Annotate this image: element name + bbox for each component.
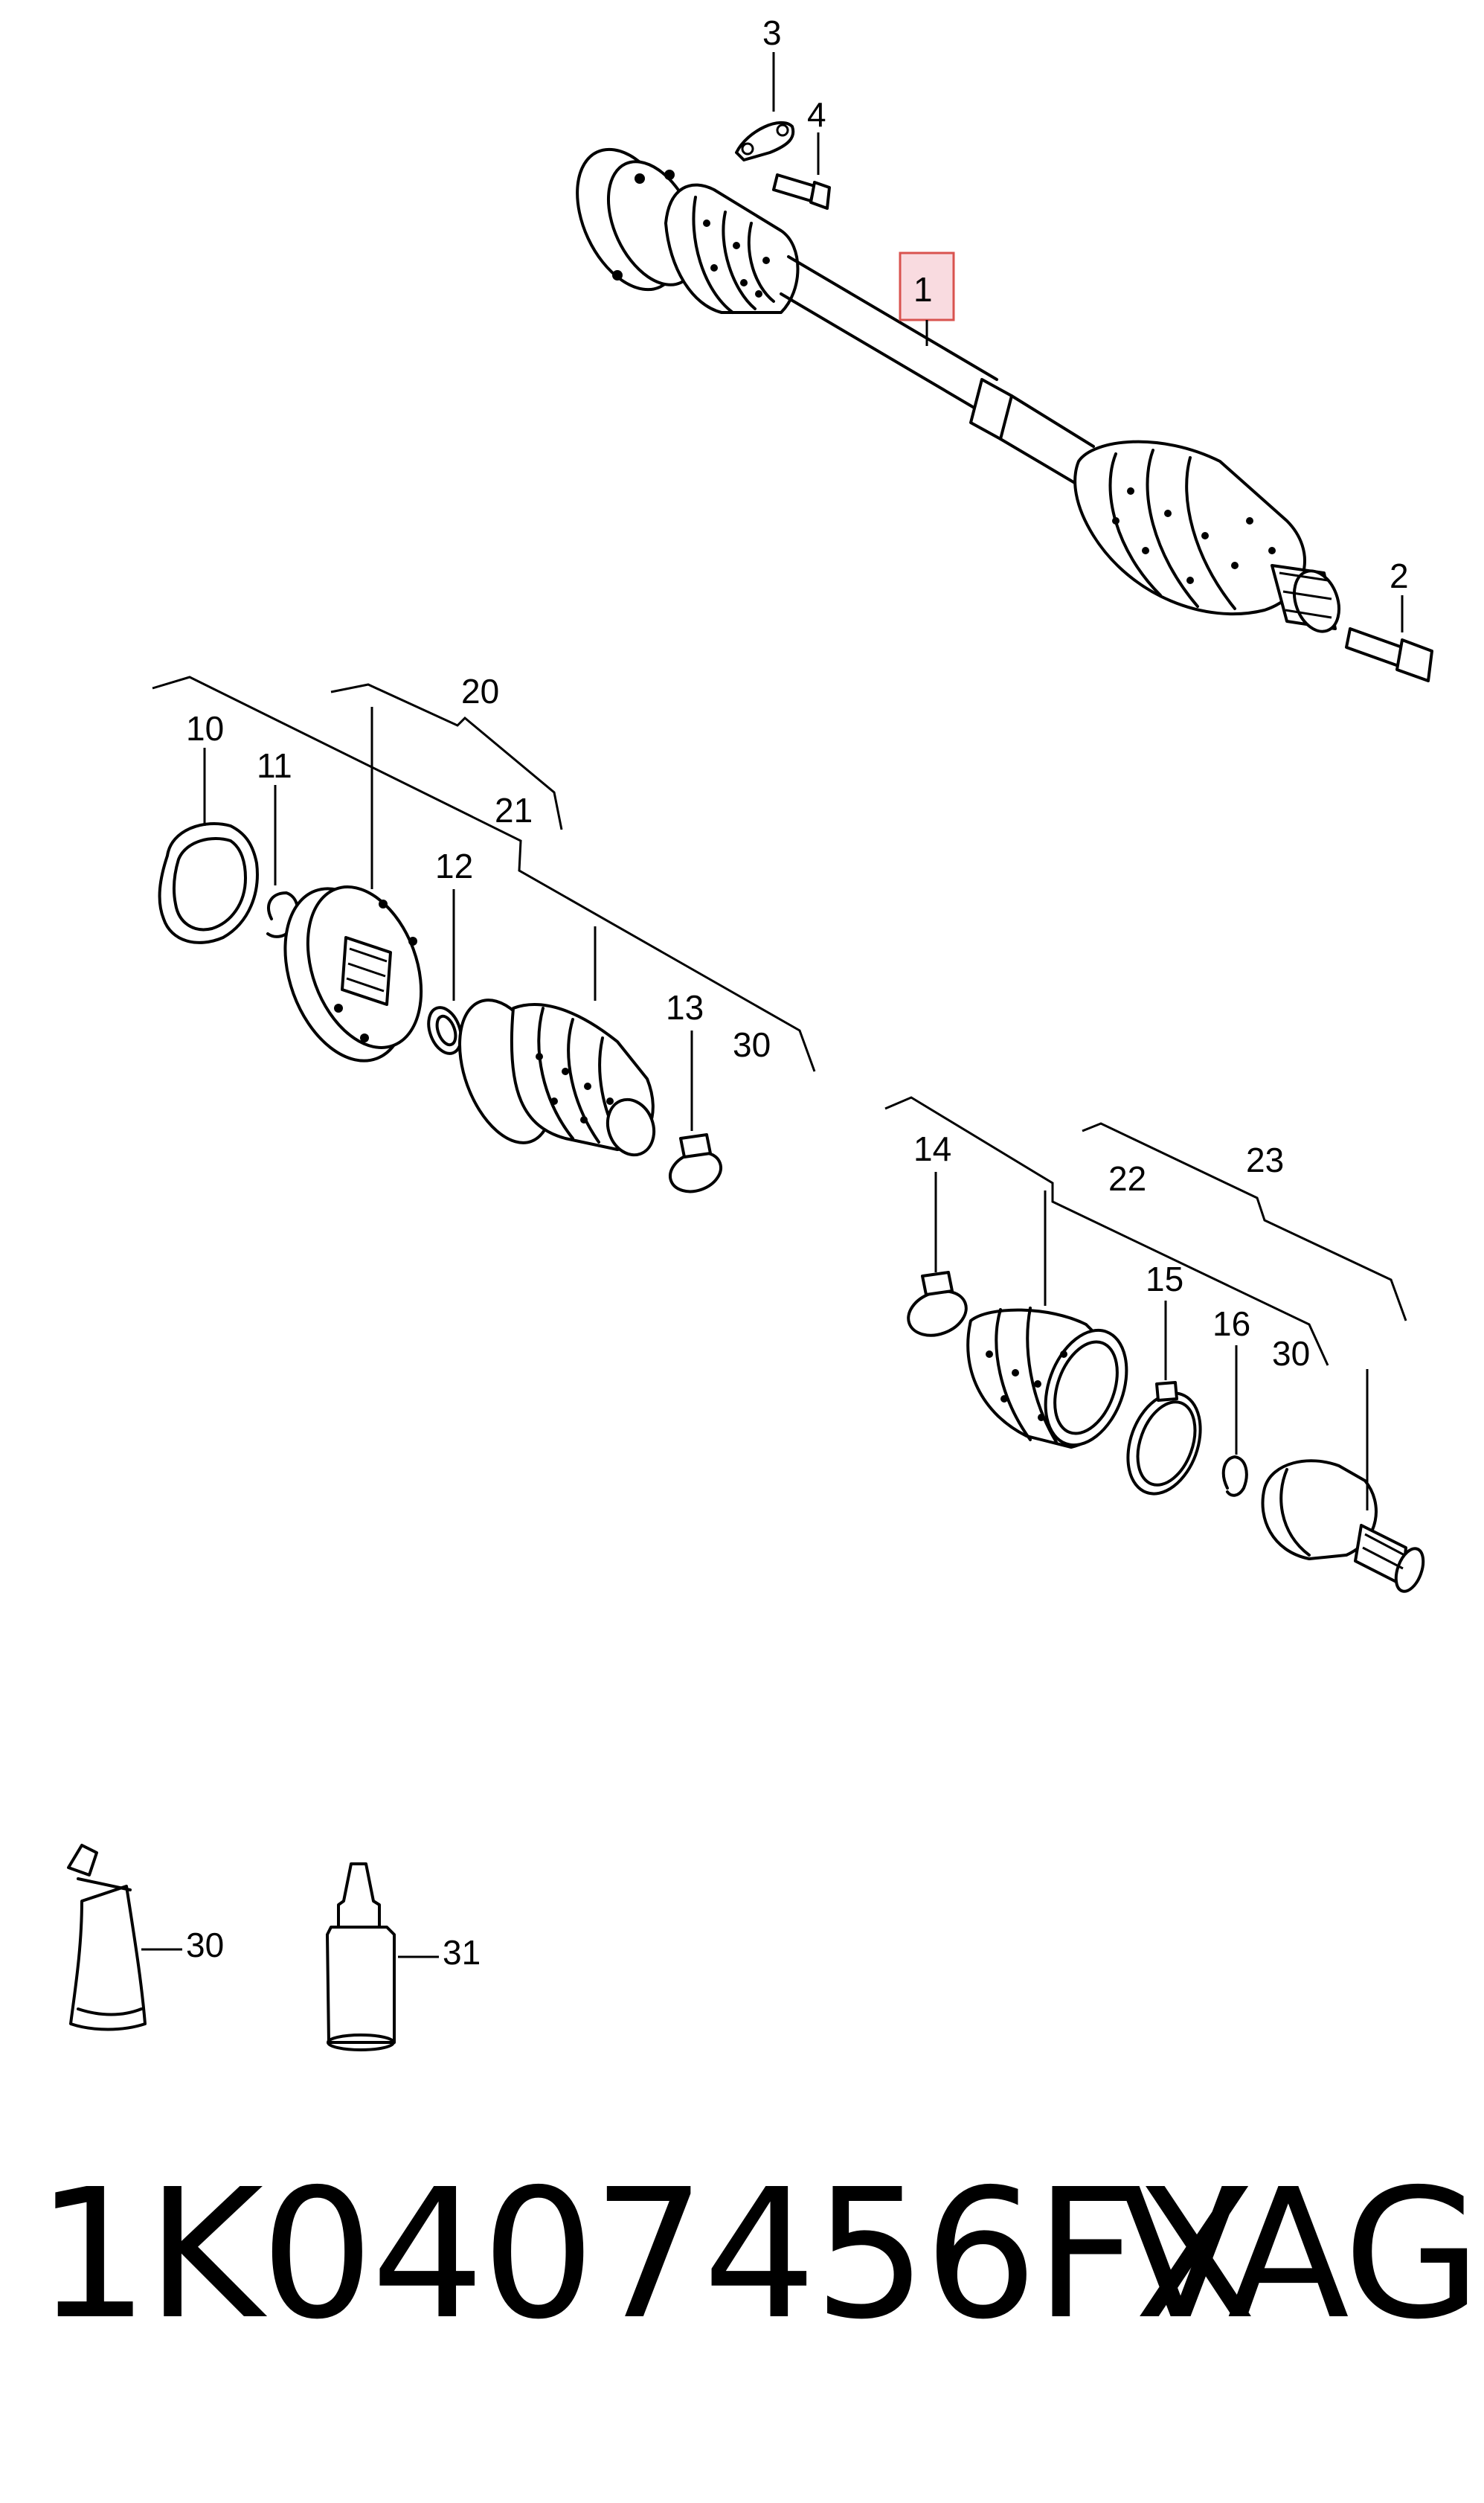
bolt-2: 2 [1345, 557, 1433, 682]
callout-21: 21 [495, 791, 533, 830]
callout-11: 11 [257, 746, 292, 785]
brand-label: VAG [1120, 2150, 1482, 2359]
callout-12: 12 [435, 847, 473, 885]
callout-14: 14 [913, 1129, 951, 1168]
outer-joint-kit: 22 23 30 14 15 16 [884, 1096, 1425, 1593]
callout-30-c: 30 [186, 1926, 224, 1964]
callout-2: 2 [1390, 557, 1409, 595]
callout-30-a: 30 [733, 1025, 771, 1064]
grease-tube-30: 30 [67, 1844, 224, 2031]
sealant-bottle-31: 31 [326, 1862, 481, 2051]
callout-13: 13 [666, 988, 704, 1027]
callout-30-b: 30 [1272, 1334, 1310, 1373]
callout-10: 10 [186, 709, 224, 748]
screw-4: 4 [772, 95, 831, 210]
callout-20: 20 [461, 672, 499, 711]
callout-23: 23 [1246, 1141, 1284, 1179]
callout-15: 15 [1146, 1260, 1183, 1298]
callout-4: 4 [807, 95, 826, 134]
callout-22: 22 [1108, 1159, 1146, 1198]
callout-1: 1 [913, 270, 933, 309]
plate-3: 3 [735, 13, 795, 161]
callout-3: 3 [762, 13, 782, 52]
drive-shaft-assembly: 1 [576, 147, 1340, 633]
callout-16: 16 [1212, 1304, 1250, 1343]
callout-31: 31 [443, 1933, 481, 1972]
highlight-box-1 [899, 251, 955, 321]
inner-joint-kit: 20 21 30 10 11 12 [152, 672, 816, 1193]
part-number-label: 1K0407456FX [36, 2150, 1256, 2359]
